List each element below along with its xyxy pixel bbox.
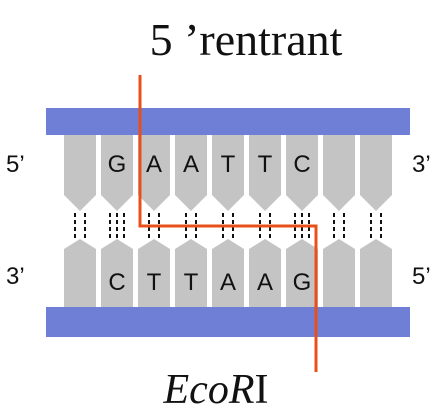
top-base-letter: A (183, 151, 199, 178)
top-base-block (212, 135, 244, 211)
top-base-letter: T (258, 151, 273, 178)
top-base-block (323, 135, 355, 211)
bottom-base-letter: T (147, 269, 162, 296)
bottom-right-end-label: 5’ (412, 263, 431, 290)
enzyme-name-roman: I (254, 367, 268, 409)
enzyme-name-italic: EcoR (163, 367, 255, 409)
hydrogen-bonds (74, 213, 382, 240)
bottom-base-letter: G (293, 269, 312, 296)
top-base-block (286, 135, 318, 211)
bottom-left-end-label: 3’ (6, 263, 25, 290)
overhang-title: 5 ’rentrant (150, 14, 343, 65)
bottom-base-letter: A (220, 269, 236, 296)
top-base-block (64, 135, 96, 211)
top-right-end-label: 3’ (412, 151, 431, 178)
top-base-block (360, 135, 392, 211)
bottom-base-letter: C (108, 269, 125, 296)
top-base-block (101, 135, 133, 211)
bottom-base-block (64, 239, 96, 307)
top-base-block (138, 135, 170, 211)
bottom-base-block (138, 239, 170, 307)
bottom-base-block (286, 239, 318, 307)
bottom-base-block (249, 239, 281, 307)
top-base-letter: A (146, 151, 162, 178)
top-base-block (175, 135, 207, 211)
bottom-base-block (323, 239, 355, 307)
top-left-end-label: 5’ (6, 151, 25, 178)
top-base-letter: T (221, 151, 236, 178)
top-base-letter: C (293, 151, 310, 178)
bottom-base-block (175, 239, 207, 307)
bottom-base-letter: A (257, 269, 273, 296)
enzyme-name: EcoRI (163, 367, 269, 409)
bottom-base-block (101, 239, 133, 307)
bottom-backbone (46, 307, 410, 337)
top-base-letter: G (108, 151, 127, 178)
cleavage-line (138, 75, 318, 372)
top-base-block (249, 135, 281, 211)
bottom-base-letter: T (184, 269, 199, 296)
top-backbone (46, 108, 410, 135)
bottom-base-block (212, 239, 244, 307)
bottom-base-block (360, 239, 392, 307)
